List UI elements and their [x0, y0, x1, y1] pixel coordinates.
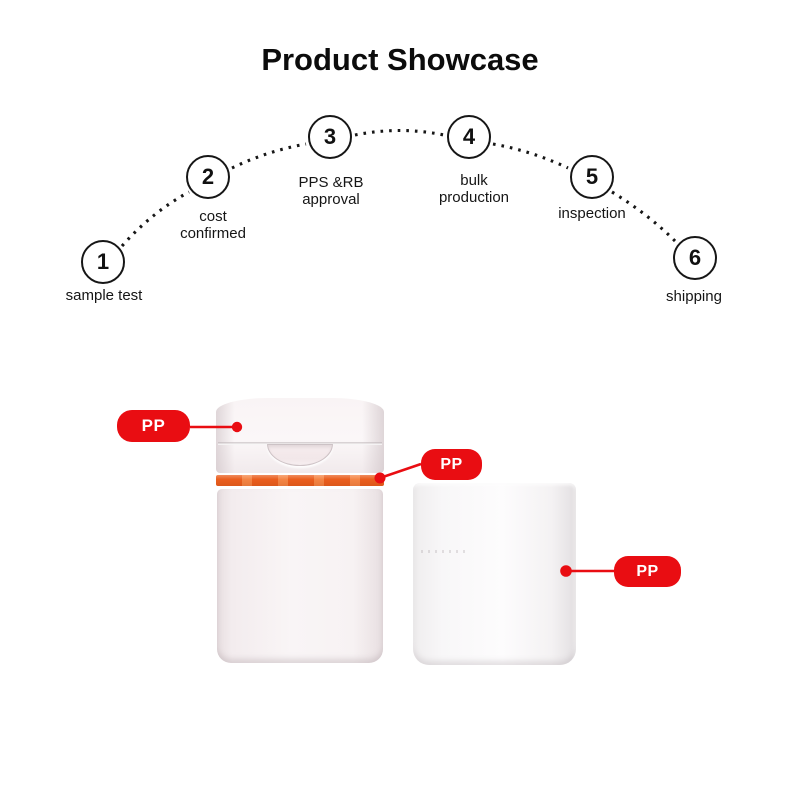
molded-dots-detail — [421, 550, 469, 553]
outer-container-cup — [413, 483, 576, 665]
connector-3-4 — [354, 128, 445, 137]
flip-lid-tab — [267, 444, 333, 466]
step-circle-4: 4 — [447, 115, 491, 159]
process-flow: 1 sample test 2 cost confirmed 3 PPS &RB… — [0, 0, 800, 330]
step-label-bulk-production: bulk production — [438, 172, 510, 206]
material-callout-container: PP — [614, 556, 681, 587]
bottle-body — [217, 489, 383, 663]
step-label-inspection: inspection — [558, 205, 626, 222]
flow-dotted-connectors — [120, 128, 677, 248]
step-label-sample-test: sample test — [65, 287, 143, 304]
page-title: Product Showcase — [261, 42, 539, 77]
connector-1-2 — [120, 190, 190, 248]
orange-collar-band — [216, 475, 384, 486]
step-label-pps-rb-approval: PPS &RB approval — [298, 174, 364, 208]
step-circle-5: 5 — [570, 155, 614, 199]
material-callout-cap: PP — [117, 410, 190, 442]
material-callout-band: PP — [421, 449, 482, 480]
step-circle-1: 1 — [81, 240, 125, 284]
step-circle-2: 2 — [186, 155, 230, 199]
bottle-with-cap — [216, 398, 384, 666]
step-label-cost-confirmed: cost confirmed — [180, 208, 246, 242]
step-label-shipping: shipping — [666, 288, 722, 305]
step-circle-6: 6 — [673, 236, 717, 280]
bottle-cap — [216, 398, 384, 473]
leader-line-band — [379, 462, 422, 480]
connector-2-3 — [231, 142, 307, 170]
step-circle-3: 3 — [308, 115, 352, 159]
